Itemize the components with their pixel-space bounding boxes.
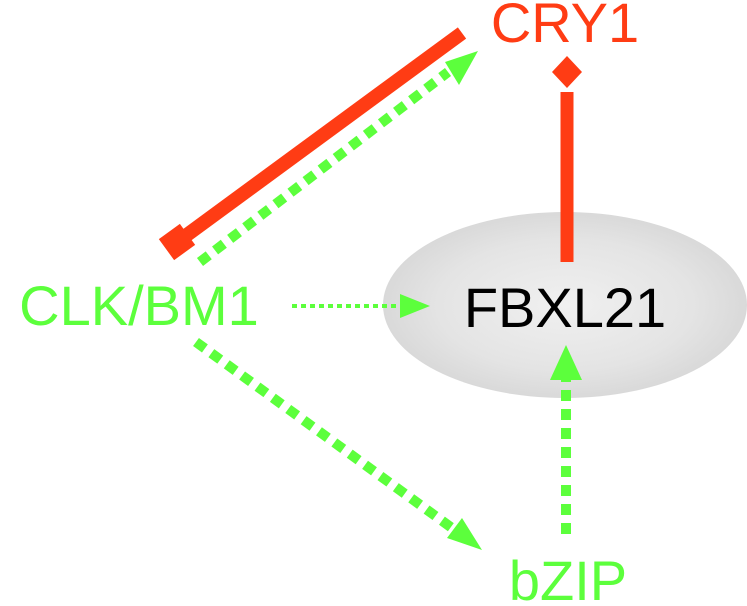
node-label-clk-bm1: CLK/BM1: [19, 274, 259, 337]
node-label-fbxl21: FBXL21: [464, 276, 666, 339]
edge-clk-bm1-to-bzip: [193, 337, 482, 550]
edge-clk-bm1-to-cry1-line: [196, 68, 452, 266]
diamond-head-marker: [552, 56, 582, 88]
edge-bzip-to-fbxl21: [550, 345, 582, 534]
fbxl21-node-background: [383, 212, 747, 398]
square-head-marker: [158, 223, 196, 261]
arrow-head-marker: [400, 294, 430, 318]
edge-cry1-to-clk-bm1: [158, 27, 467, 261]
arrow-head-marker: [445, 51, 478, 85]
arrow-head-marker: [550, 345, 582, 380]
node-label-cry1: CRY1: [491, 0, 639, 54]
node-label-bzip: bZIP: [509, 549, 627, 606]
edge-cry1-to-clk-bm1-line: [175, 27, 467, 246]
arrow-head-marker: [447, 518, 482, 550]
edge-clk-bm1-to-fbxl21: [292, 294, 430, 318]
edge-fbxl21-to-cry1: [552, 56, 582, 262]
edge-clk-bm1-to-cry1: [196, 51, 478, 266]
edge-clk-bm1-to-bzip-line: [193, 337, 455, 533]
